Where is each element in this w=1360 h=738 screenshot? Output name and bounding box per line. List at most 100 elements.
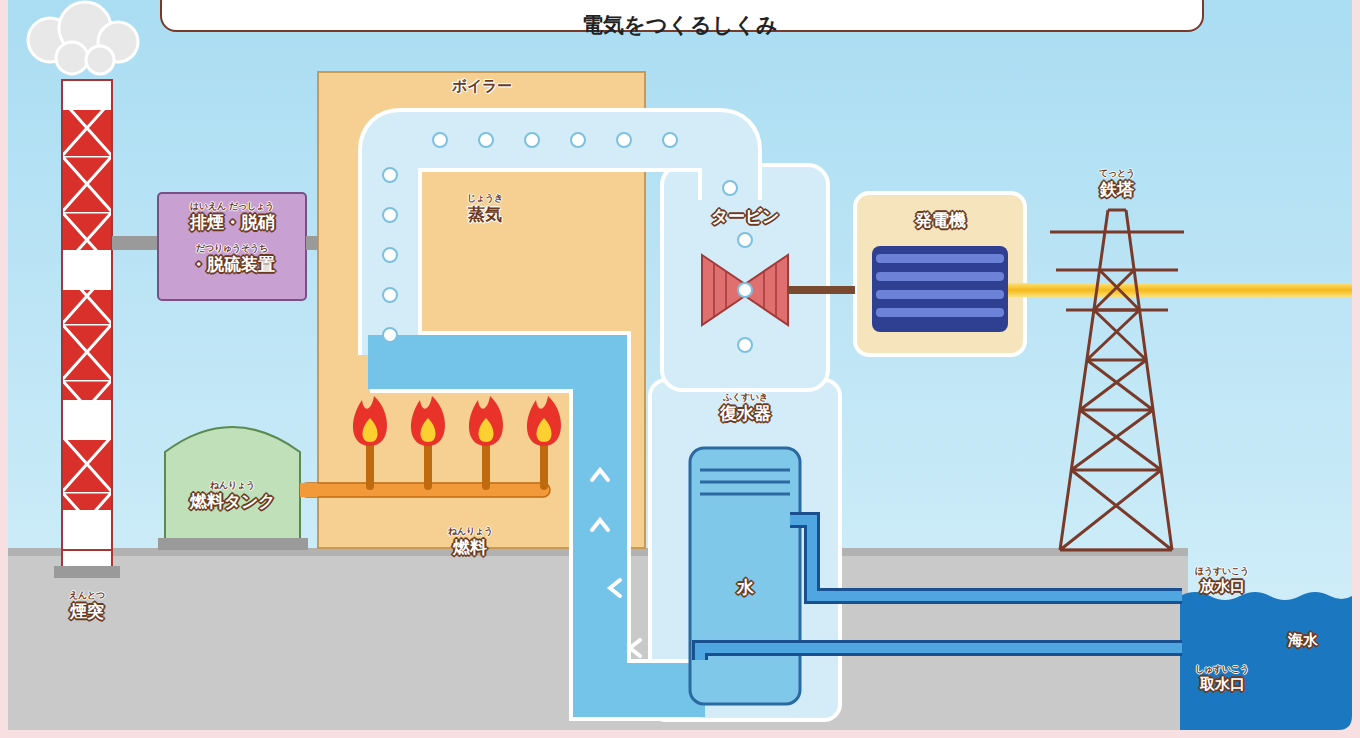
node-text: だつりゅうそうち [158, 243, 306, 253]
turbine-shaft [828, 290, 855, 291]
illustration-part [1008, 283, 1352, 297]
illustration-part [700, 481, 790, 484]
illustration-part [390, 140, 730, 355]
steam-bubble [383, 248, 397, 262]
illustration-part [353, 396, 561, 446]
illustration-part [1060, 210, 1172, 550]
illustration-part [368, 362, 705, 690]
illustration-part [876, 290, 1004, 299]
illustration-part [527, 396, 561, 446]
part-label: じょうき [467, 193, 503, 203]
node-text: ・脱硫装置 [158, 255, 306, 275]
illustration-part [469, 396, 503, 446]
illustration-part [610, 580, 620, 596]
part-label: ねんりょう [448, 526, 493, 536]
illustration-part [714, 264, 776, 316]
illustration-part [700, 469, 790, 472]
steam-bubble [723, 181, 737, 195]
illustration-part [424, 440, 432, 486]
steam-bubble [479, 133, 493, 147]
flue-duct [306, 243, 318, 244]
tower-brace [1087, 310, 1146, 360]
illustration-part [165, 427, 300, 540]
illustration-part [304, 236, 320, 250]
part-label: てっとう [1099, 168, 1135, 178]
illustration-part [700, 493, 790, 496]
illustration-part [702, 255, 788, 325]
illustration-part [537, 418, 552, 442]
steam-bubble [383, 288, 397, 302]
illustration-part [855, 193, 1025, 355]
fuel-pipe-line [300, 483, 318, 497]
illustration-part [390, 140, 730, 355]
illustration-part [158, 538, 308, 550]
illustration-part [725, 272, 727, 308]
illustration-part [479, 418, 494, 442]
illustration-part [8, 0, 1352, 730]
steam-bubble [383, 328, 397, 342]
illustration-part [56, 42, 88, 74]
steam-bubble [663, 133, 677, 147]
illustration-part [1050, 210, 1184, 550]
turbine-housing: タービン [662, 165, 828, 380]
illustration-part [366, 440, 374, 486]
fuel-pipe [300, 490, 318, 491]
illustration-part [876, 254, 1004, 263]
node-text: 燃料タンク [165, 492, 300, 512]
node-text: 排煙・脱硝 [158, 213, 306, 233]
illustration-part [353, 396, 387, 446]
scrubber-box: はいえん だっしょう排煙・脱硝だつりゅうそうち・脱硫装置 [158, 193, 306, 300]
steam-bubble [571, 133, 585, 147]
tower-brace [1094, 270, 1140, 310]
illustration-part [775, 264, 777, 316]
illustration-part [1180, 592, 1352, 730]
illustration-part [592, 470, 608, 480]
node-text: ねんりょう [165, 480, 300, 490]
illustration-part [700, 648, 1182, 660]
illustration-part [158, 193, 306, 300]
steam-bubble [738, 233, 752, 247]
steam-bubble [617, 133, 631, 147]
steam-bubble [383, 208, 397, 222]
illustration-part [592, 470, 640, 656]
generator-box: 発電機 [855, 193, 1025, 355]
tower-brace [1071, 410, 1161, 470]
illustration-part [790, 520, 1182, 596]
illustration-part [876, 272, 1004, 281]
illustration-part [411, 396, 445, 446]
steam-bubble [433, 133, 447, 147]
illustration-part [790, 520, 1182, 596]
node-text: タービン [662, 207, 828, 227]
steam-bubble [383, 168, 397, 182]
illustration-part [54, 566, 120, 578]
part-label: 蒸気 [468, 205, 502, 225]
illustration-part [700, 470, 790, 494]
boiler: ボイラー [318, 72, 645, 548]
flue-duct-line [306, 236, 318, 250]
part-label: 水 [737, 578, 754, 598]
part-label: 放水口 [1200, 578, 1245, 595]
part-label: ほうすいこう [1195, 566, 1249, 576]
illustration-part [763, 272, 765, 308]
part-label: 取水口 [1200, 676, 1245, 693]
part-label: 煙突 [70, 602, 104, 622]
illustration-part [383, 133, 752, 352]
illustration-part [738, 283, 752, 297]
illustration-part [112, 236, 160, 250]
illustration-part [592, 520, 608, 530]
steam-bubble [525, 133, 539, 147]
illustration-part [700, 648, 1182, 660]
part-label: えんとつ [69, 590, 105, 600]
illustration-part [28, 2, 138, 74]
steam-bubble [738, 338, 752, 352]
fuel-tank: ねんりょう燃料タンク [165, 420, 300, 542]
illustration-part [370, 362, 700, 690]
turbine-shaft-line [828, 286, 855, 294]
illustration-part [876, 254, 1004, 317]
illustration-part [713, 264, 715, 316]
illustration-part [540, 440, 548, 486]
condenser: ふくすいき復水器 [650, 380, 840, 448]
part-label: しゅすいこう [1195, 664, 1249, 674]
